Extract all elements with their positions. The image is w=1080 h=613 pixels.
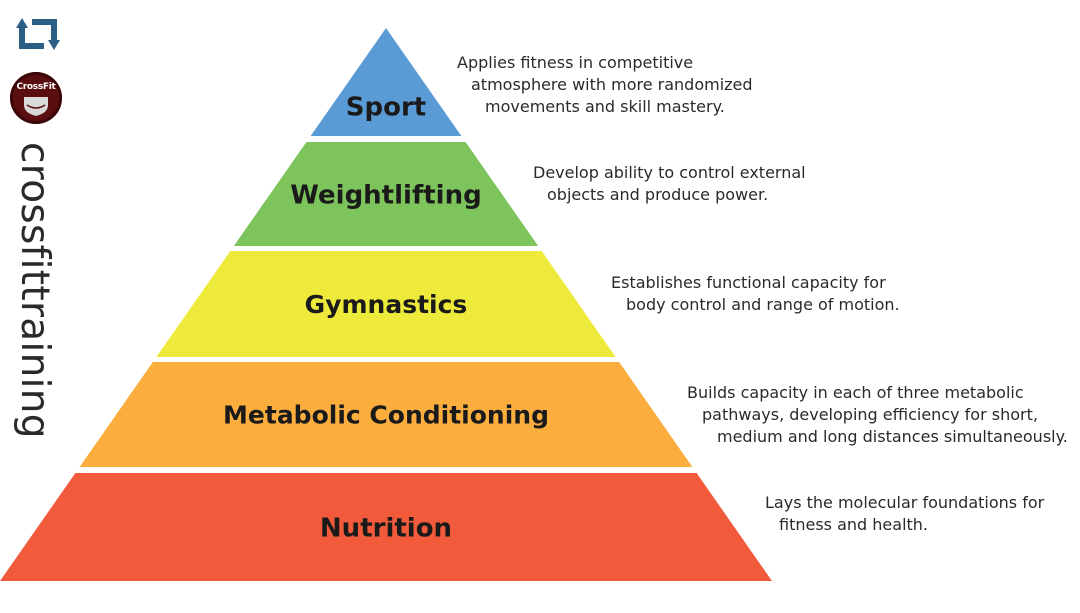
description-metabolic-conditioning: Builds capacity in each of three metabol… xyxy=(687,382,1068,448)
tier-label: Metabolic Conditioning xyxy=(223,401,549,430)
description-nutrition: Lays the molecular foundations for fitne… xyxy=(765,492,1044,536)
description-line: Develop ability to control external xyxy=(533,163,806,182)
description-line: pathways, developing efficiency for shor… xyxy=(702,405,1038,424)
description-weightlifting: Develop ability to control external obje… xyxy=(533,162,806,206)
pyramid-tier-gymnastics xyxy=(156,251,616,357)
description-gymnastics: Establishes functional capacity for body… xyxy=(611,272,900,316)
username[interactable]: crossfittraining xyxy=(12,142,57,439)
description-line: Builds capacity in each of three metabol… xyxy=(687,383,1024,402)
description-line: Lays the molecular foundations for xyxy=(765,493,1045,512)
description-line: fitness and health. xyxy=(779,515,929,534)
avatar-logo-text: CrossFit xyxy=(16,82,56,92)
description-line: medium and long distances simultaneously… xyxy=(717,427,1068,446)
pyramid-tier-weightlifting xyxy=(233,142,539,246)
description-line: Applies fitness in competitive xyxy=(457,53,694,72)
description-line: objects and produce power. xyxy=(547,185,769,204)
tier-label: Sport xyxy=(346,93,426,123)
shield-icon xyxy=(24,97,48,116)
description-line: body control and range of motion. xyxy=(626,295,900,314)
avatar[interactable]: CrossFit xyxy=(10,72,62,124)
pyramid-tier-nutrition xyxy=(0,473,772,581)
tier-label: Nutrition xyxy=(320,514,452,544)
description-line: atmosphere with more randomized xyxy=(471,75,753,94)
pyramid-tier-metabolic-conditioning xyxy=(79,362,693,467)
description-line: Establishes functional capacity for xyxy=(611,273,886,292)
tier-label: Weightlifting xyxy=(290,181,481,211)
pyramid-tier-sport xyxy=(310,28,462,136)
description-line: movements and skill mastery. xyxy=(485,97,725,116)
tier-label: Gymnastics xyxy=(305,290,468,319)
repost-icon[interactable] xyxy=(16,14,60,54)
description-sport: Applies fitness in competitive atmospher… xyxy=(457,52,753,118)
